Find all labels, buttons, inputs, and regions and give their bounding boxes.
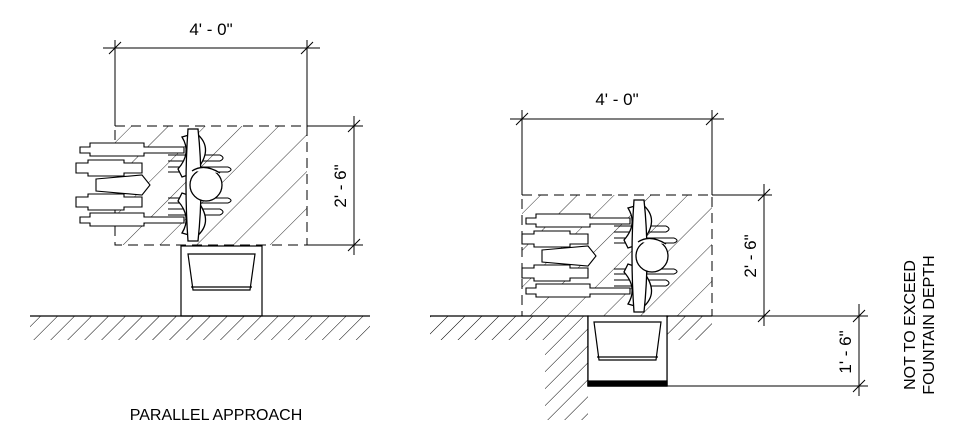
left-floor xyxy=(30,315,370,340)
left-fountain xyxy=(180,245,263,317)
right-width-dimension xyxy=(510,110,724,195)
left-depth-label: 2' - 6" xyxy=(331,164,350,207)
note-line2: FOUNTAIN DEPTH xyxy=(921,255,938,394)
right-width-label: 4' - 0" xyxy=(595,90,638,109)
left-width-label: 4' - 0" xyxy=(189,20,232,39)
right-recess-dimension xyxy=(667,304,868,396)
right-recess-label: 1' - 6" xyxy=(836,330,855,373)
right-depth-label: 2' - 6" xyxy=(741,234,760,277)
left-width-dimension xyxy=(103,40,320,126)
note-line1: NOT TO EXCEED xyxy=(902,260,919,390)
right-fountain xyxy=(587,315,668,387)
right-detail: 4' - 0" 2' - 6" xyxy=(430,90,938,420)
right-floor xyxy=(430,315,712,420)
left-depth-dimension xyxy=(307,116,363,255)
left-detail: 4' - 0" 2' - 6" PARALLEL APPROAC xyxy=(30,20,370,424)
left-caption: PARALLEL APPROACH xyxy=(130,407,303,424)
